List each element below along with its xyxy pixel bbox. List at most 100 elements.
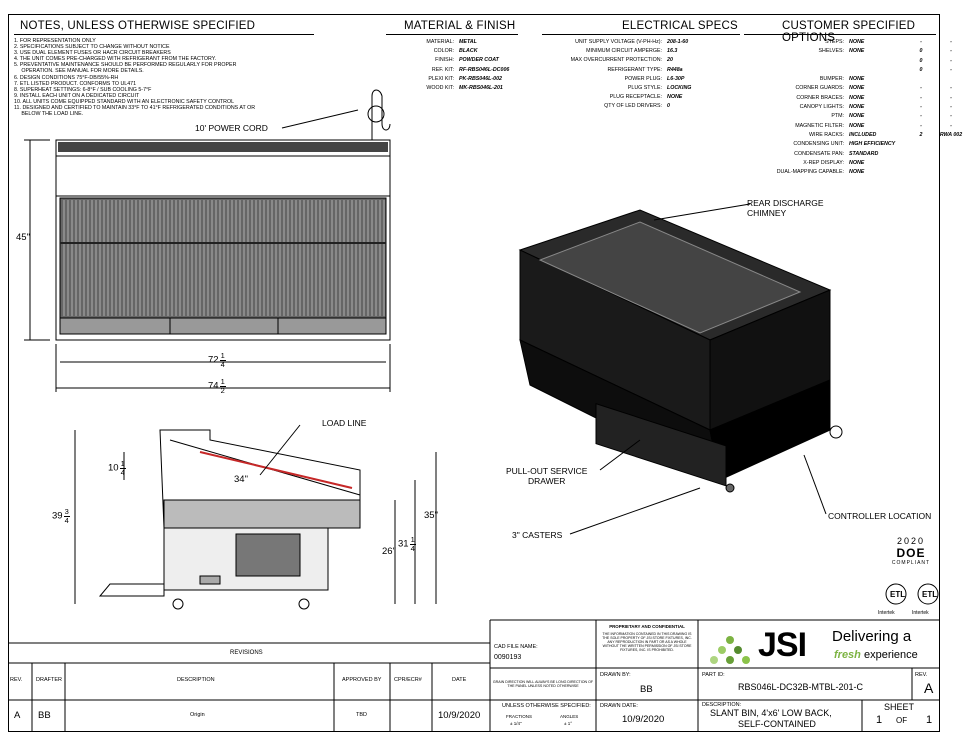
rev-cell-rev: A: [14, 710, 21, 721]
option-row: CANOPY LIGHTS:NONE--: [744, 103, 971, 112]
options-title: CUSTOMER SPECIFIED OPTIONS: [782, 20, 916, 44]
dim-35: 35": [424, 510, 438, 521]
note-item: 3. USE DUAL ELEMENT FUSES OR HACR CIRCUI…: [14, 50, 171, 57]
description-line1: SLANT BIN, 4'x6' LOW BACK,: [710, 708, 832, 718]
leader-power-cord: [281, 109, 359, 129]
title-block-grid: [8, 619, 940, 732]
option-qty: -: [920, 113, 922, 120]
material-table: MATERIAL:METAL COLOR:BLACK FINISH:POWDER…: [388, 38, 509, 93]
service-drawer-handle: [199, 575, 221, 585]
material-value: BLACK: [459, 48, 478, 55]
rev-header-drafter: DRAFTER: [36, 677, 62, 683]
doe-year: 2020: [896, 536, 926, 546]
front-grille-lines: [63, 200, 385, 316]
logo-tagline-row: fresh experience: [834, 649, 918, 661]
frac-den: 4: [410, 543, 415, 553]
options-title-rule: [744, 34, 936, 35]
doe-sub: COMPLIANT: [891, 560, 931, 566]
electrical-value: 208-1-60: [667, 39, 689, 45]
option-qty: 2: [919, 131, 923, 138]
electrical-key: QTY OF LED DRIVERS:: [604, 103, 662, 110]
pull-out-drawer: [98, 583, 165, 597]
sheet-number: 1: [876, 714, 883, 726]
electrical-row: QTY OF LED DRIVERS:0: [542, 102, 691, 111]
dim-39-whole: 39: [52, 510, 63, 522]
option-extra: -: [950, 94, 952, 101]
proprietary-title: PROPRIETARY AND CONFIDENTIAL: [609, 624, 685, 629]
option-qty: 0: [919, 66, 923, 73]
option-key: CONDENSING UNIT:: [793, 141, 844, 148]
option-row: BUMPER:NONE: [744, 75, 971, 84]
option-key: MAGNETIC FILTER:: [795, 122, 844, 129]
rev-cell-drafter: BB: [38, 710, 51, 721]
callout-casters: 3" CASTERS: [512, 530, 563, 540]
side-deck: [163, 499, 361, 529]
option-extra: -: [950, 48, 952, 55]
option-key: BUMPER:: [819, 76, 844, 83]
logo-tagline-1: Delivering a: [832, 628, 912, 645]
logo-dot: [726, 656, 734, 664]
option-value: NONE: [849, 39, 865, 45]
electrical-row: UNIT SUPPLY VOLTAGE (V-PH-Hz): 208-1-60: [542, 38, 691, 47]
doe-mark: DOE: [896, 546, 926, 560]
option-value: NONE: [849, 159, 865, 166]
dim-10-whole: 10: [108, 462, 119, 474]
rev-header-date: DATE: [452, 677, 467, 683]
material-value: MK-RBS046L-201: [459, 85, 503, 92]
iso-bin-interior: [538, 221, 802, 334]
rev-header-description: DESCRIPTION: [177, 677, 215, 683]
option-qty: 0: [919, 57, 923, 64]
logo-dot: [734, 646, 742, 654]
logo-dot: [710, 656, 718, 664]
electrical-value: R448a: [667, 66, 683, 73]
description-label: DESCRIPTION:: [702, 702, 742, 708]
option-extra: -: [950, 122, 952, 129]
caster-right: [298, 598, 310, 610]
option-extra: -: [950, 66, 952, 73]
material-key: PLEXI KIT:: [428, 75, 454, 82]
front-vent-center: [169, 317, 279, 335]
tolerance-label: UNLESS OTHERWISE SPECIFIED:: [502, 703, 591, 709]
option-row: DUAL-MAPPING CAPABLE:NONE: [744, 168, 971, 177]
option-key: CONDENSATE PAN:: [794, 150, 844, 157]
note-item: 4. THE UNIT COMES PRE-CHARGED WITH REFRI…: [14, 56, 217, 63]
logo-tagline-fresh: fresh: [834, 649, 861, 661]
jsi-logo-mark: [710, 636, 750, 664]
etl-badge-1: [885, 583, 907, 605]
option-value: NONE: [849, 85, 865, 92]
option-key: CORNER BRACES:: [796, 94, 844, 101]
electrical-key: POWER PLUG:: [624, 75, 662, 82]
option-key: DUAL-MAPPING CAPABLE:: [776, 169, 844, 176]
frac-den: 4: [64, 515, 69, 525]
electrical-row: PLUG RECEPTACLE:NONE: [542, 93, 691, 102]
material-row: COLOR:BLACK: [388, 47, 509, 56]
electrical-key: UNIT SUPPLY VOLTAGE (V-PH-Hz):: [575, 39, 662, 45]
option-row: X-REP DISPLAY:NONE: [744, 159, 971, 168]
leader-casters: [569, 487, 701, 535]
front-elevation: [24, 89, 391, 392]
rev-cell-description: Origin: [190, 712, 205, 718]
rev-header-cpr: CPR/ECR#: [394, 677, 422, 683]
material-key: REF. KIT:: [431, 66, 454, 73]
option-value: NONE: [849, 122, 865, 129]
material-title-rule: [386, 34, 518, 35]
jsi-logo-text: JSI: [758, 626, 807, 664]
doe-badge: 2020 DOE COMPLIANT: [884, 536, 938, 566]
option-key: CANOPY LIGHTS:: [799, 104, 844, 111]
description-line2: SELF-CONTAINED: [738, 719, 816, 729]
material-title: MATERIAL & FINISH: [404, 20, 516, 32]
proprietary-text: THE INFORMATION CONTAINED IN THIS DRAWIN…: [602, 632, 692, 652]
electrical-row: REFRIGERANT TYPE:R448a: [542, 66, 691, 75]
option-extra: -: [950, 39, 952, 45]
front-vent-left: [59, 317, 171, 335]
drawn-by-value: BB: [640, 684, 653, 695]
option-value: NONE: [849, 94, 865, 101]
dim-45: 45": [16, 232, 30, 243]
electrical-row: PLUG STYLE:LOCKING: [542, 84, 692, 93]
front-grille: [59, 197, 387, 319]
